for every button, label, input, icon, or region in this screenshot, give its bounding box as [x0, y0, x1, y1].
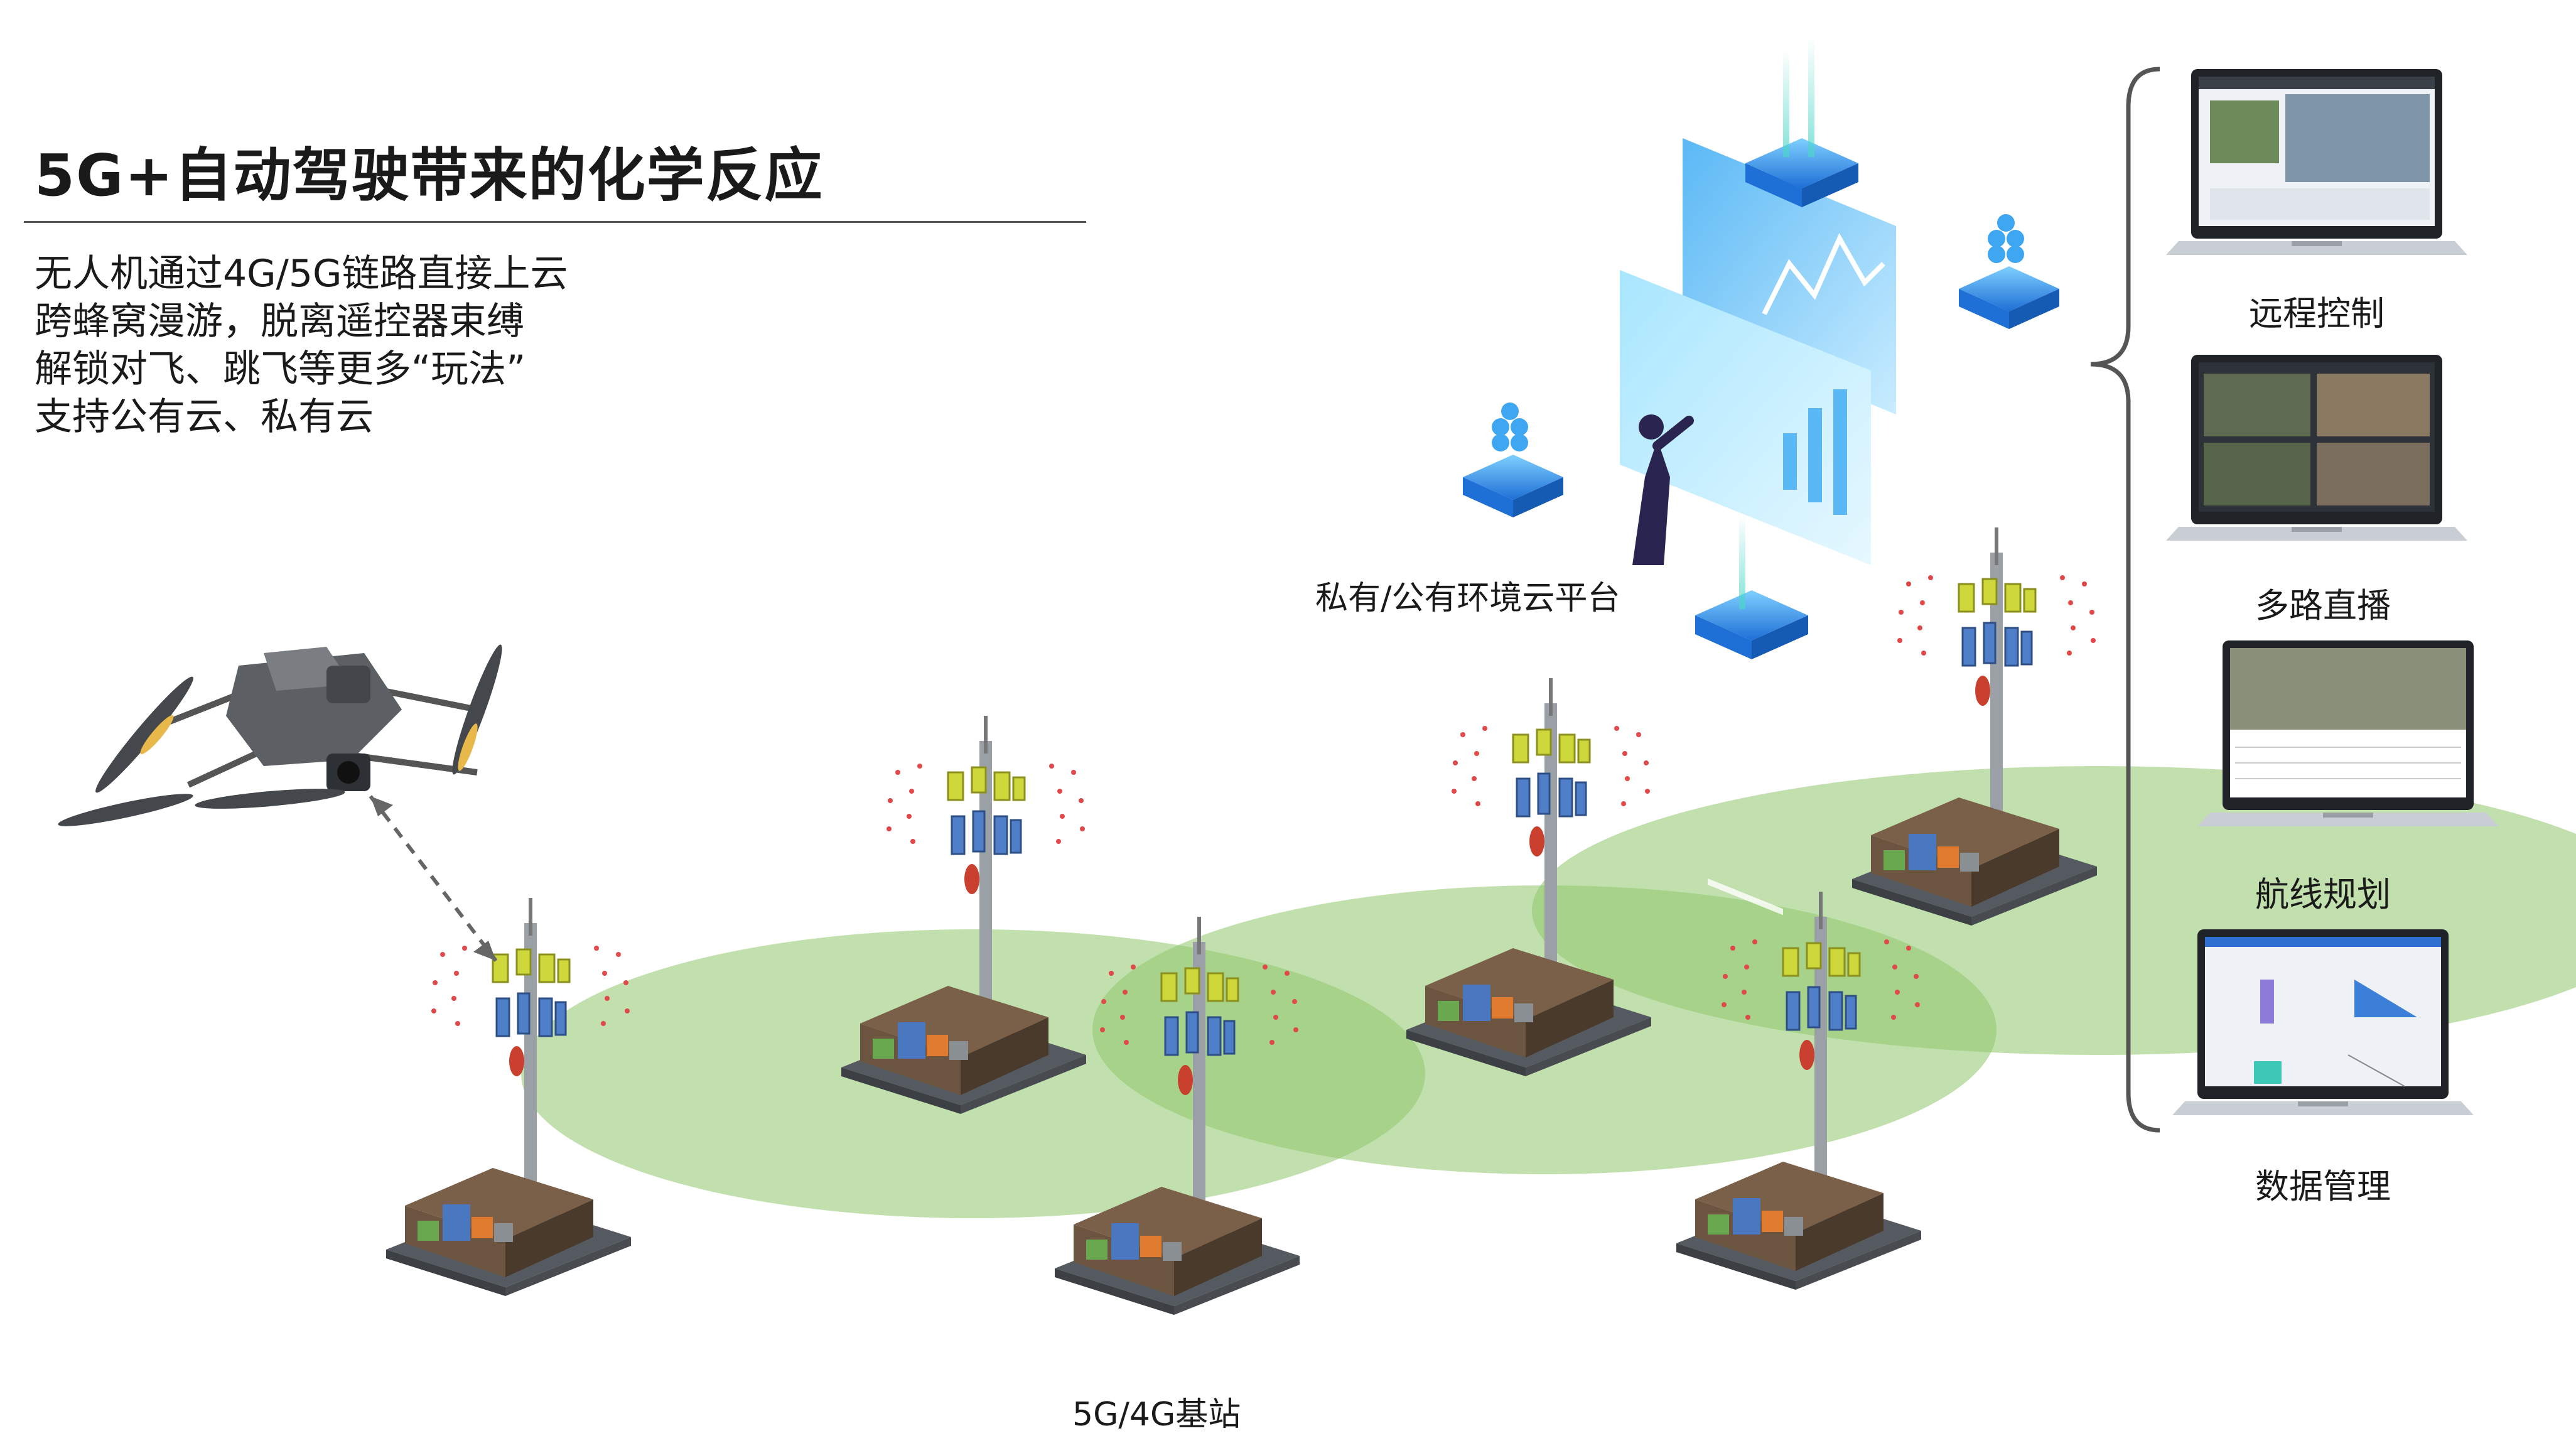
laptop-remote-control-icon [2166, 69, 2467, 255]
page-title: 5G+自动驾驶带来的化学反应 [35, 142, 824, 209]
capability-route-planning: 航线规划 [2255, 875, 2391, 914]
base-station-label: 5G/4G基站 [1072, 1396, 1241, 1434]
feature-item: 无人机通过4G/5G链路直接上云 [35, 252, 568, 296]
capability-data-management: 数据管理 [2255, 1167, 2391, 1206]
laptop-multi-live-icon [2166, 355, 2467, 541]
capability-brace [2090, 67, 2160, 1133]
drone-link-arrow [369, 795, 498, 962]
cloud-platform-label: 私有/公有环境云平台 [1315, 580, 1620, 617]
feature-list: 无人机通过4G/5G链路直接上云 跨蜂窝漫游，脱离遥控器束缚 解锁对飞、跳飞等更… [35, 250, 568, 441]
laptop-data-management-icon [2172, 929, 2474, 1115]
title-divider [24, 221, 1086, 223]
drone-icon [58, 644, 502, 826]
feature-item: 支持公有云、私有云 [35, 395, 374, 439]
feature-item: 跨蜂窝漫游，脱离遥控器束缚 [35, 300, 524, 343]
capability-remote-control: 远程控制 [2249, 294, 2385, 333]
laptop-route-planning-icon [2197, 640, 2499, 826]
cloud-platform-icon [1463, 38, 2059, 916]
feature-item: 解锁对飞、跳飞等更多“玩法” [35, 347, 526, 391]
capability-multi-live: 多路直播 [2255, 586, 2391, 625]
